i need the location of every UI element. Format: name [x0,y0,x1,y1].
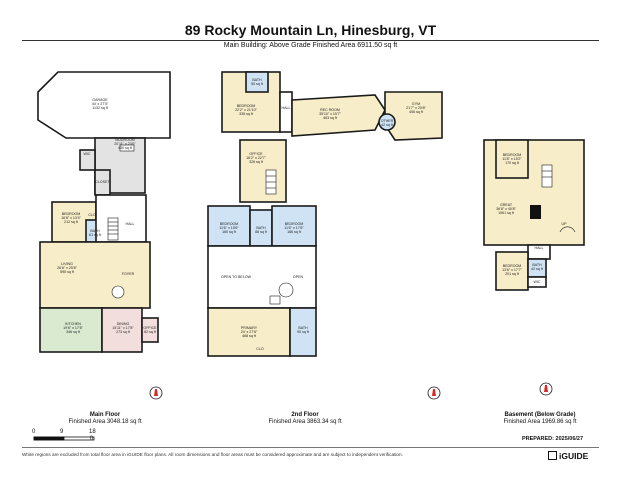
basement-hall-label: HALL [534,246,544,250]
second-gym-room [384,91,443,141]
second-other-room [378,113,396,131]
second-open-label: OPEN [292,275,304,279]
basement-bedroom-top-room [495,139,529,179]
main-foyer-label: FOYER [121,272,135,276]
scale-tick-18: 18 [89,429,96,435]
prepared-date: PREPARED: 2025/06/27 [522,436,584,442]
second-hall-top-room [279,91,293,133]
basement-bedroom-bottom-room [495,251,529,291]
page-title: 89 Rocky Mountain Ln, Hinesburg, VT [184,22,437,38]
main-compass-icon [149,386,163,400]
main-living-room [39,241,151,309]
iguide-logo: iGUIDE [548,451,588,461]
basement-up-label: UP [561,222,567,226]
second-primary-room [207,307,291,357]
title-rule [22,40,599,41]
second-bath-top-room [245,71,269,93]
main-garage-outline [37,71,171,139]
scale-tick-9: 9 [60,429,64,435]
second-open-below-room [207,245,317,309]
main-floor-caption: Main Floor Finished Area 3048.18 sq ft [68,412,142,425]
main-closet-label: CLOSET [95,180,110,184]
second-floor-caption: 2nd Floor Finished Area 3863.34 sq ft [268,412,342,425]
second-stairs [265,169,294,305]
main-office-room [141,317,159,343]
main-dining-room [101,307,143,353]
scale-bar [33,436,95,441]
basement-compass-icon [539,382,553,396]
second-office-room [239,139,287,203]
second-hall-label: HALL [281,106,291,110]
main-hall-label: HALL [125,222,135,226]
scale-unit: ft [90,436,94,442]
second-clo-label: CLO [256,347,264,351]
compass-icons [149,382,553,400]
basement-wic-room [527,276,547,288]
page-subtitle: Main Building: Above Grade Finished Area… [223,42,398,49]
second-open-below-label: OPEN TO BELOW [220,275,252,279]
footer-disclaimer: White regions are excluded from total fl… [22,452,403,457]
scale-tick-0: 0 [32,429,36,435]
second-bedroom-left-room [207,205,251,247]
logo-icon [548,451,557,460]
basement-stairs [541,164,576,233]
second-bedroom-right-room [271,205,317,247]
basement-wic-label: WIC [533,280,541,284]
main-hall-room [95,194,147,243]
main-wic-room [79,149,96,171]
main-wic-label: WIC [83,152,91,156]
second-compass-icon [427,386,441,400]
footer-rule [22,447,599,448]
main-clo-label: CLO [88,213,96,217]
second-bath-primary-room [289,307,317,357]
basement-fireplace [530,205,541,219]
main-stairs [107,144,135,299]
basement-caption: Basement (Below Grade) Finished Area 196… [503,412,577,425]
